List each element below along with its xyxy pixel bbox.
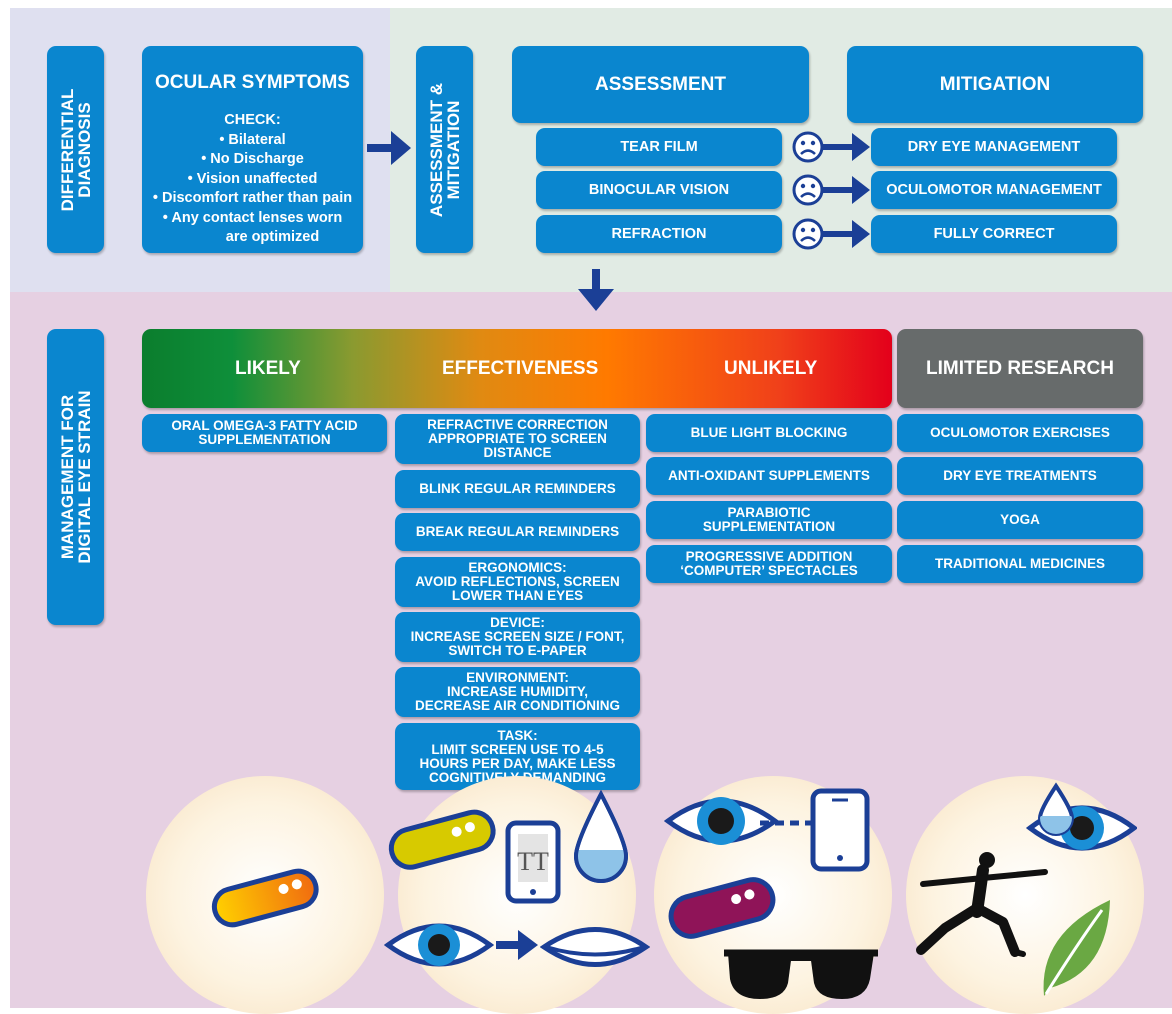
assessment-mitigation-line-2: MITIGATION	[443, 100, 463, 199]
effectiveness-item-line: REFRACTIVE CORRECTION	[427, 417, 608, 432]
sunglasses-icon	[724, 949, 878, 999]
management-line-2: DIGITAL EYE STRAIN	[74, 390, 94, 564]
limited-item-line: TRADITIONAL MEDICINES	[934, 556, 1105, 571]
frown-face-icon	[792, 131, 824, 163]
right-arrow-icon	[822, 220, 870, 248]
frown-face-icon	[792, 218, 824, 250]
mitigation-item: FULLY CORRECT	[871, 215, 1117, 253]
phone-icon	[810, 788, 870, 872]
limited-item: YOGA	[897, 501, 1143, 539]
limited-item: TRADITIONAL MEDICINES	[897, 545, 1143, 583]
right-arrow-icon	[822, 133, 870, 161]
limited-item-line: OCULOMOTOR EXERCISES	[930, 425, 1110, 440]
ocular-symptoms-title: OCULAR SYMPTOMS	[155, 72, 350, 93]
differential-diagnosis-label: DIFFERENTIAL DIAGNOSIS	[47, 46, 104, 253]
effectiveness-item-line: HOURS PER DAY, MAKE LESS	[419, 755, 616, 771]
assessment-header: ASSESSMENT	[512, 46, 809, 123]
effectiveness-item-line: INCREASE SCREEN SIZE / FONT,	[410, 629, 625, 644]
symptom-item: • Any contact lenses worn	[162, 209, 343, 226]
limited-research-header: LIMITED RESEARCH	[897, 329, 1143, 408]
assessment-mitigation-line-1: ASSESSMENT &	[426, 82, 446, 217]
pill-icon	[388, 809, 496, 870]
mitigation-header: MITIGATION	[847, 46, 1143, 123]
differential-diagnosis-line-1: DIFFERENTIAL	[57, 88, 77, 211]
pill-icon	[211, 868, 319, 928]
right-arrow-icon	[822, 176, 870, 204]
effectiveness-item: BREAK REGULAR REMINDERS	[395, 513, 640, 551]
limited-item-line: YOGA	[1000, 512, 1040, 527]
effectiveness-item-line: LOWER THAN EYES	[451, 588, 584, 603]
effectiveness-item-line: DISTANCE	[483, 445, 552, 460]
effectiveness-item-line: ENVIRONMENT:	[466, 670, 569, 685]
closed-eye-icon	[540, 927, 650, 967]
right-arrow-icon	[367, 131, 411, 165]
effectiveness-item-line: SWITCH TO E-PAPER	[448, 643, 587, 658]
symptom-item: • Bilateral	[219, 131, 286, 148]
leaf-icon	[1043, 900, 1110, 996]
likely-item-line: ORAL OMEGA-3 FATTY ACID	[171, 418, 358, 433]
symptom-item: • No Discharge	[201, 151, 304, 167]
symptom-item: • Vision unaffected	[187, 170, 318, 187]
unlikely-item-line: PROGRESSIVE ADDITION	[685, 549, 853, 564]
effectiveness-item-line: LIMIT SCREEN USE TO 4-5	[431, 741, 604, 757]
assessment-item: BINOCULAR VISION	[536, 171, 782, 209]
eye-drop-icon	[1025, 782, 1137, 851]
effectiveness-item-line: DEVICE:	[490, 615, 545, 630]
effectiveness-scale-bar: LIKELY EFFECTIVENESS UNLIKELY	[142, 329, 892, 408]
effectiveness-label: EFFECTIVENESS	[442, 357, 599, 379]
unlikely-item-line: ‘COMPUTER’ SPECTACLES	[680, 563, 858, 578]
symptom-item: • Discomfort rather than pain	[152, 190, 353, 206]
frown-face-icon	[792, 174, 824, 206]
effectiveness-item-line: AVOID REFLECTIONS, SCREEN	[415, 574, 620, 589]
management-line-1: MANAGEMENT FOR	[57, 394, 77, 560]
effectiveness-item-line: APPROPRIATE TO SCREEN	[428, 431, 607, 446]
effectiveness-item: DEVICE:INCREASE SCREEN SIZE / FONT,SWITC…	[395, 612, 640, 662]
phone-icon: TT	[505, 820, 561, 904]
unlikely-item: BLUE LIGHT BLOCKING	[646, 414, 892, 452]
likely-item-line: SUPPLEMENTATION	[198, 432, 331, 447]
effectiveness-item-line: TASK:	[497, 727, 538, 743]
mitigation-item: OCULOMOTOR MANAGEMENT	[871, 171, 1117, 209]
likely-label: LIKELY	[235, 357, 301, 379]
check-label: CHECK:	[224, 112, 281, 128]
assessment-item: TEAR FILM	[536, 128, 782, 166]
unlikely-item-line: BLUE LIGHT BLOCKING	[690, 425, 848, 440]
down-arrow-icon	[578, 269, 614, 311]
dashed-line-icon	[760, 820, 820, 826]
assessment-item: REFRACTION	[536, 215, 782, 253]
right-arrow-icon	[496, 930, 538, 960]
water-drop-icon	[573, 790, 629, 883]
eye-icon	[384, 923, 494, 967]
effectiveness-item: ENVIRONMENT:INCREASE HUMIDITY,DECREASE A…	[395, 667, 640, 717]
unlikely-item-line: SUPPLEMENTATION	[702, 519, 836, 534]
pill-icon	[668, 877, 776, 939]
assessment-mitigation-label: ASSESSMENT & MITIGATION	[416, 46, 473, 253]
mitigation-item: DRY EYE MANAGEMENT	[871, 128, 1117, 166]
yoga-pose-icon	[916, 852, 1048, 957]
symptom-item: are optimized	[225, 229, 320, 245]
unlikely-label: UNLIKELY	[724, 357, 818, 379]
unlikely-item-line: ANTI-OXIDANT SUPPLEMENTS	[668, 468, 870, 483]
differential-diagnosis-line-2: DIAGNOSIS	[74, 101, 94, 198]
effectiveness-item: BLINK REGULAR REMINDERS	[395, 470, 640, 508]
management-label: MANAGEMENT FOR DIGITAL EYE STRAIN	[47, 329, 104, 625]
effectiveness-item-line: BLINK REGULAR REMINDERS	[419, 481, 616, 496]
effectiveness-item-line: INCREASE HUMIDITY,	[446, 684, 588, 699]
unlikely-item-line: PARABIOTIC	[727, 505, 811, 520]
limited-item: OCULOMOTOR EXERCISES	[897, 414, 1143, 452]
unlikely-item: ANTI-OXIDANT SUPPLEMENTS	[646, 457, 892, 495]
effectiveness-item-line: DECREASE AIR CONDITIONING	[414, 698, 620, 713]
effectiveness-item-line: BREAK REGULAR REMINDERS	[415, 524, 620, 539]
unlikely-item: PROGRESSIVE ADDITION‘COMPUTER’ SPECTACLE…	[646, 545, 892, 583]
font-size-icon-text: TT	[517, 847, 549, 876]
limited-item-line: DRY EYE TREATMENTS	[943, 468, 1097, 483]
limited-item: DRY EYE TREATMENTS	[897, 457, 1143, 495]
effectiveness-item-line: ERGONOMICS:	[468, 560, 567, 575]
ocular-symptoms-box: OCULAR SYMPTOMS CHECK: • Bilateral • No …	[142, 46, 363, 253]
